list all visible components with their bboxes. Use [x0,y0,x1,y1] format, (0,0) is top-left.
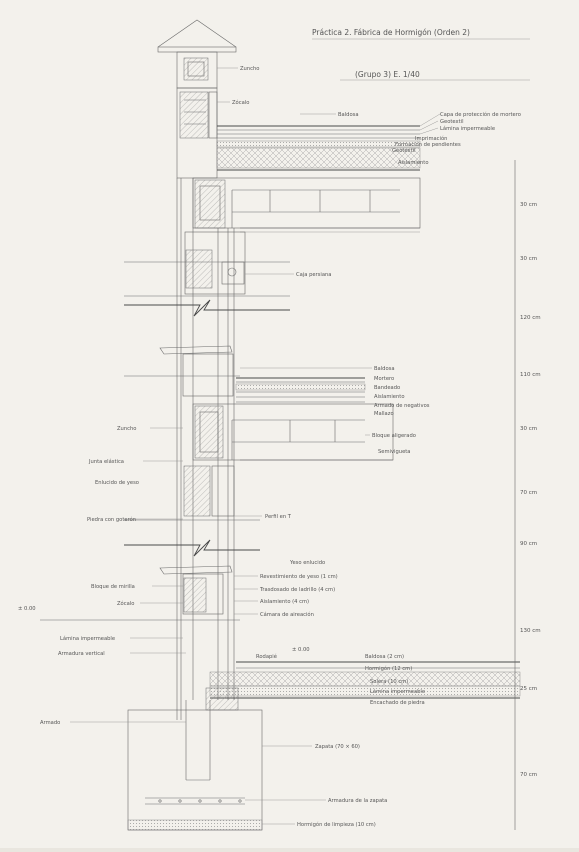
label-zuncho-mid: Zuncho [117,426,136,432]
label-rodapie: Rodapié [256,653,277,660]
label-mortero: Mortero [374,376,394,382]
dim-8: 130 cm [520,628,541,634]
label-aislamiento-floor: Aislamiento [374,394,405,400]
label-lamina-imp-left: Lámina impermeable [60,635,115,642]
roof-slab [192,177,421,233]
label-baldosa-ground: Baldosa (2 cm) [365,654,404,660]
label-perfil-t: Perfil en T [265,514,292,520]
label-capa-proteccion: Capa de protección de mortero [440,111,521,118]
label-formacion-pendientes: Formación de pendientes [395,141,461,148]
label-lamina-imp-ground: Lámina impermeable [370,688,425,695]
label-lamina-imp-roof: Lámina impermeable [440,125,495,132]
label-junta-elastica: Junta elástica [88,458,124,465]
parapet-wall [176,87,218,179]
label-armadura-vertical: Armadura vertical [58,651,105,657]
floor-slab [192,403,394,461]
leader-lines [70,67,441,825]
label-baldosa-floor: Baldosa [374,366,395,372]
dim-9: 25 cm [520,686,537,692]
dim-3: 120 cm [520,315,541,321]
label-hormigon-limpieza: Hormigón de limpieza (10 cm) [297,821,376,828]
label-level-zero-2: ± 0.00 [292,647,310,653]
label-yeso-enlucido: Yeso enlucido [289,560,325,566]
label-bloque-mirilla: Bloque de mirilla [91,584,135,590]
ground-floor [40,619,521,711]
drawing-title: Práctica 2. Fábrica de Hormigón (Orden 2… [312,28,470,37]
dim-2: 30 cm [520,256,537,262]
label-encachado: Encachado de piedra [370,700,425,706]
label-bloque-aligerado: Bloque aligerado [372,433,416,439]
label-armadura-zapata: Armadura de la zapata [328,798,387,804]
label-hormigon-ground: Hormigón (12 cm) [365,665,412,672]
labels-left: Zuncho Junta elástica Enlucido de yeso P… [18,426,139,726]
foundation [127,700,263,831]
label-piedra-goteron: Piedra con goterón [87,516,136,523]
label-trasdosado: Trasdosado de ladrillo (4 cm) [259,587,335,593]
shutter-box [124,231,290,297]
label-geotextil-1: Geotextil [440,119,464,125]
floor-layers [235,377,366,403]
label-solera: Solera (10 cm) [370,679,408,685]
dimension-labels: 30 cm 30 cm 120 cm 110 cm 30 cm 70 cm 90… [520,202,541,778]
label-semivigueta: Semivigueta [378,449,410,455]
dim-4: 110 cm [520,372,541,378]
parapet-cap [157,19,237,89]
label-revestimiento-yeso: Revestimiento de yeso (1 cm) [260,574,338,580]
label-aislamiento-roof: Aislamiento [398,160,429,166]
dim-6: 70 cm [520,490,537,496]
drawing-scale: (Grupo 3) E. 1/40 [355,70,420,79]
label-zapata: Zapata (70 × 60) [315,744,360,750]
window-lower [124,465,260,521]
label-zocalo-low: Zócalo [117,600,134,607]
roof-layers [216,125,421,171]
break-line-upper [124,299,290,317]
window-lintel-mid [124,345,240,397]
dim-7: 90 cm [520,541,537,547]
label-enlucido-yeso: Enlucido de yeso [95,480,139,486]
dim-1: 30 cm [520,202,537,208]
label-zuncho-top: Zuncho [240,66,259,72]
label-armado-negativos: Armado de negativos [374,403,430,409]
label-geotextil-2: Geotextil [392,148,416,154]
label-camara-aire: Cámara de aireación [260,611,314,618]
label-mallazo: Mallazo [374,411,394,417]
labels-right: Zuncho Zócalo Baldosa Capa de protección… [232,66,521,828]
dim-10: 70 cm [520,772,537,778]
label-imprimacion: Imprimación [415,135,447,142]
dim-5: 30 cm [520,426,537,432]
label-aislamiento-wall: Aislamiento (4 cm) [260,599,309,605]
label-level-zero: ± 0.00 [18,606,36,612]
label-baldosa-roof: Baldosa [338,112,359,118]
label-armado: Armado [40,720,60,726]
label-zocalo-top: Zócalo [232,99,249,106]
window-sill-lower [159,565,233,615]
label-bandeado: Bandeado [374,385,400,391]
label-caja-persiana: Caja persiana [296,272,331,278]
break-line-lower [124,539,260,557]
